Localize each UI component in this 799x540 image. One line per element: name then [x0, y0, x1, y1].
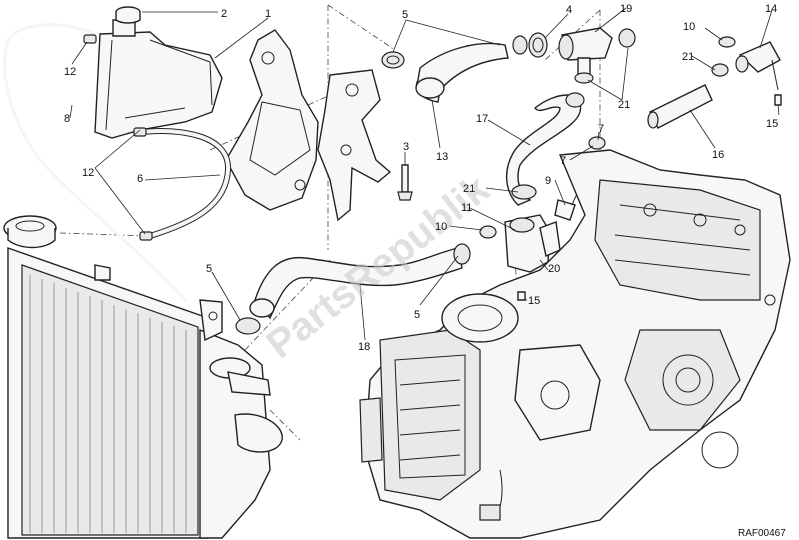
- callout-4: 4: [566, 4, 572, 16]
- bypass-hose: [647, 84, 713, 129]
- hose-clamp-small: [83, 34, 153, 241]
- callout-5-upper: 5: [402, 9, 408, 21]
- callout-11: 11: [461, 202, 472, 214]
- callout-2: 2: [221, 8, 227, 20]
- callout-6: 6: [137, 173, 143, 185]
- lower-hose: [235, 243, 471, 335]
- callout-20: 20: [548, 263, 560, 275]
- callout-15-lower: 15: [528, 295, 540, 307]
- callout-1: 1: [265, 8, 271, 20]
- callout-10-right: 10: [683, 21, 695, 33]
- callout-21-middle: 21: [463, 183, 475, 195]
- callout-14: 14: [765, 3, 777, 15]
- callout-7-left: 7: [560, 155, 566, 167]
- callout-21-right: 21: [682, 51, 694, 63]
- callout-5-left: 5: [206, 263, 212, 275]
- overflow-hose: [3, 23, 187, 302]
- hose-ring: [528, 32, 548, 58]
- reference-code: RAF00467: [738, 528, 786, 539]
- callout-21-thermostat: 21: [618, 99, 630, 111]
- hose-clamp-middle: [479, 184, 537, 239]
- radiator: [7, 247, 283, 539]
- upper-hose: [415, 42, 509, 103]
- tank-cap: [115, 6, 141, 24]
- callout-10-left: 10: [435, 221, 447, 233]
- thermostat-housing: [558, 27, 636, 84]
- callout-19: 19: [620, 3, 632, 15]
- hose-clamp-upper: [381, 35, 528, 69]
- tank-hose: [141, 127, 232, 239]
- callout-18: 18: [358, 341, 370, 353]
- callout-12-lower: 12: [82, 167, 94, 179]
- callout-17: 17: [476, 113, 488, 125]
- callout-7-right: 7: [598, 123, 604, 135]
- callout-9: 9: [545, 175, 551, 187]
- callout-3: 3: [403, 141, 409, 153]
- expansion-tank: [94, 19, 223, 139]
- bolt: [397, 164, 413, 201]
- callout-12-upper: 12: [64, 66, 76, 78]
- thermostat-hose: [505, 92, 585, 206]
- callout-15-right: 15: [766, 118, 778, 130]
- callout-16: 16: [712, 149, 724, 161]
- bypass-fitting: [711, 36, 781, 91]
- callout-labels: 1 2 3 4 5 5 5 6 7 7 8 9 10 10 11 12 12 1…: [64, 3, 778, 353]
- radiator-cap: [3, 215, 57, 249]
- callout-13: 13: [436, 151, 448, 163]
- callout-8: 8: [64, 113, 70, 125]
- callout-5-lower: 5: [414, 309, 420, 321]
- engine-block: [359, 149, 791, 539]
- tank-bracket: [225, 29, 392, 222]
- leader-lines: [69, 7, 780, 341]
